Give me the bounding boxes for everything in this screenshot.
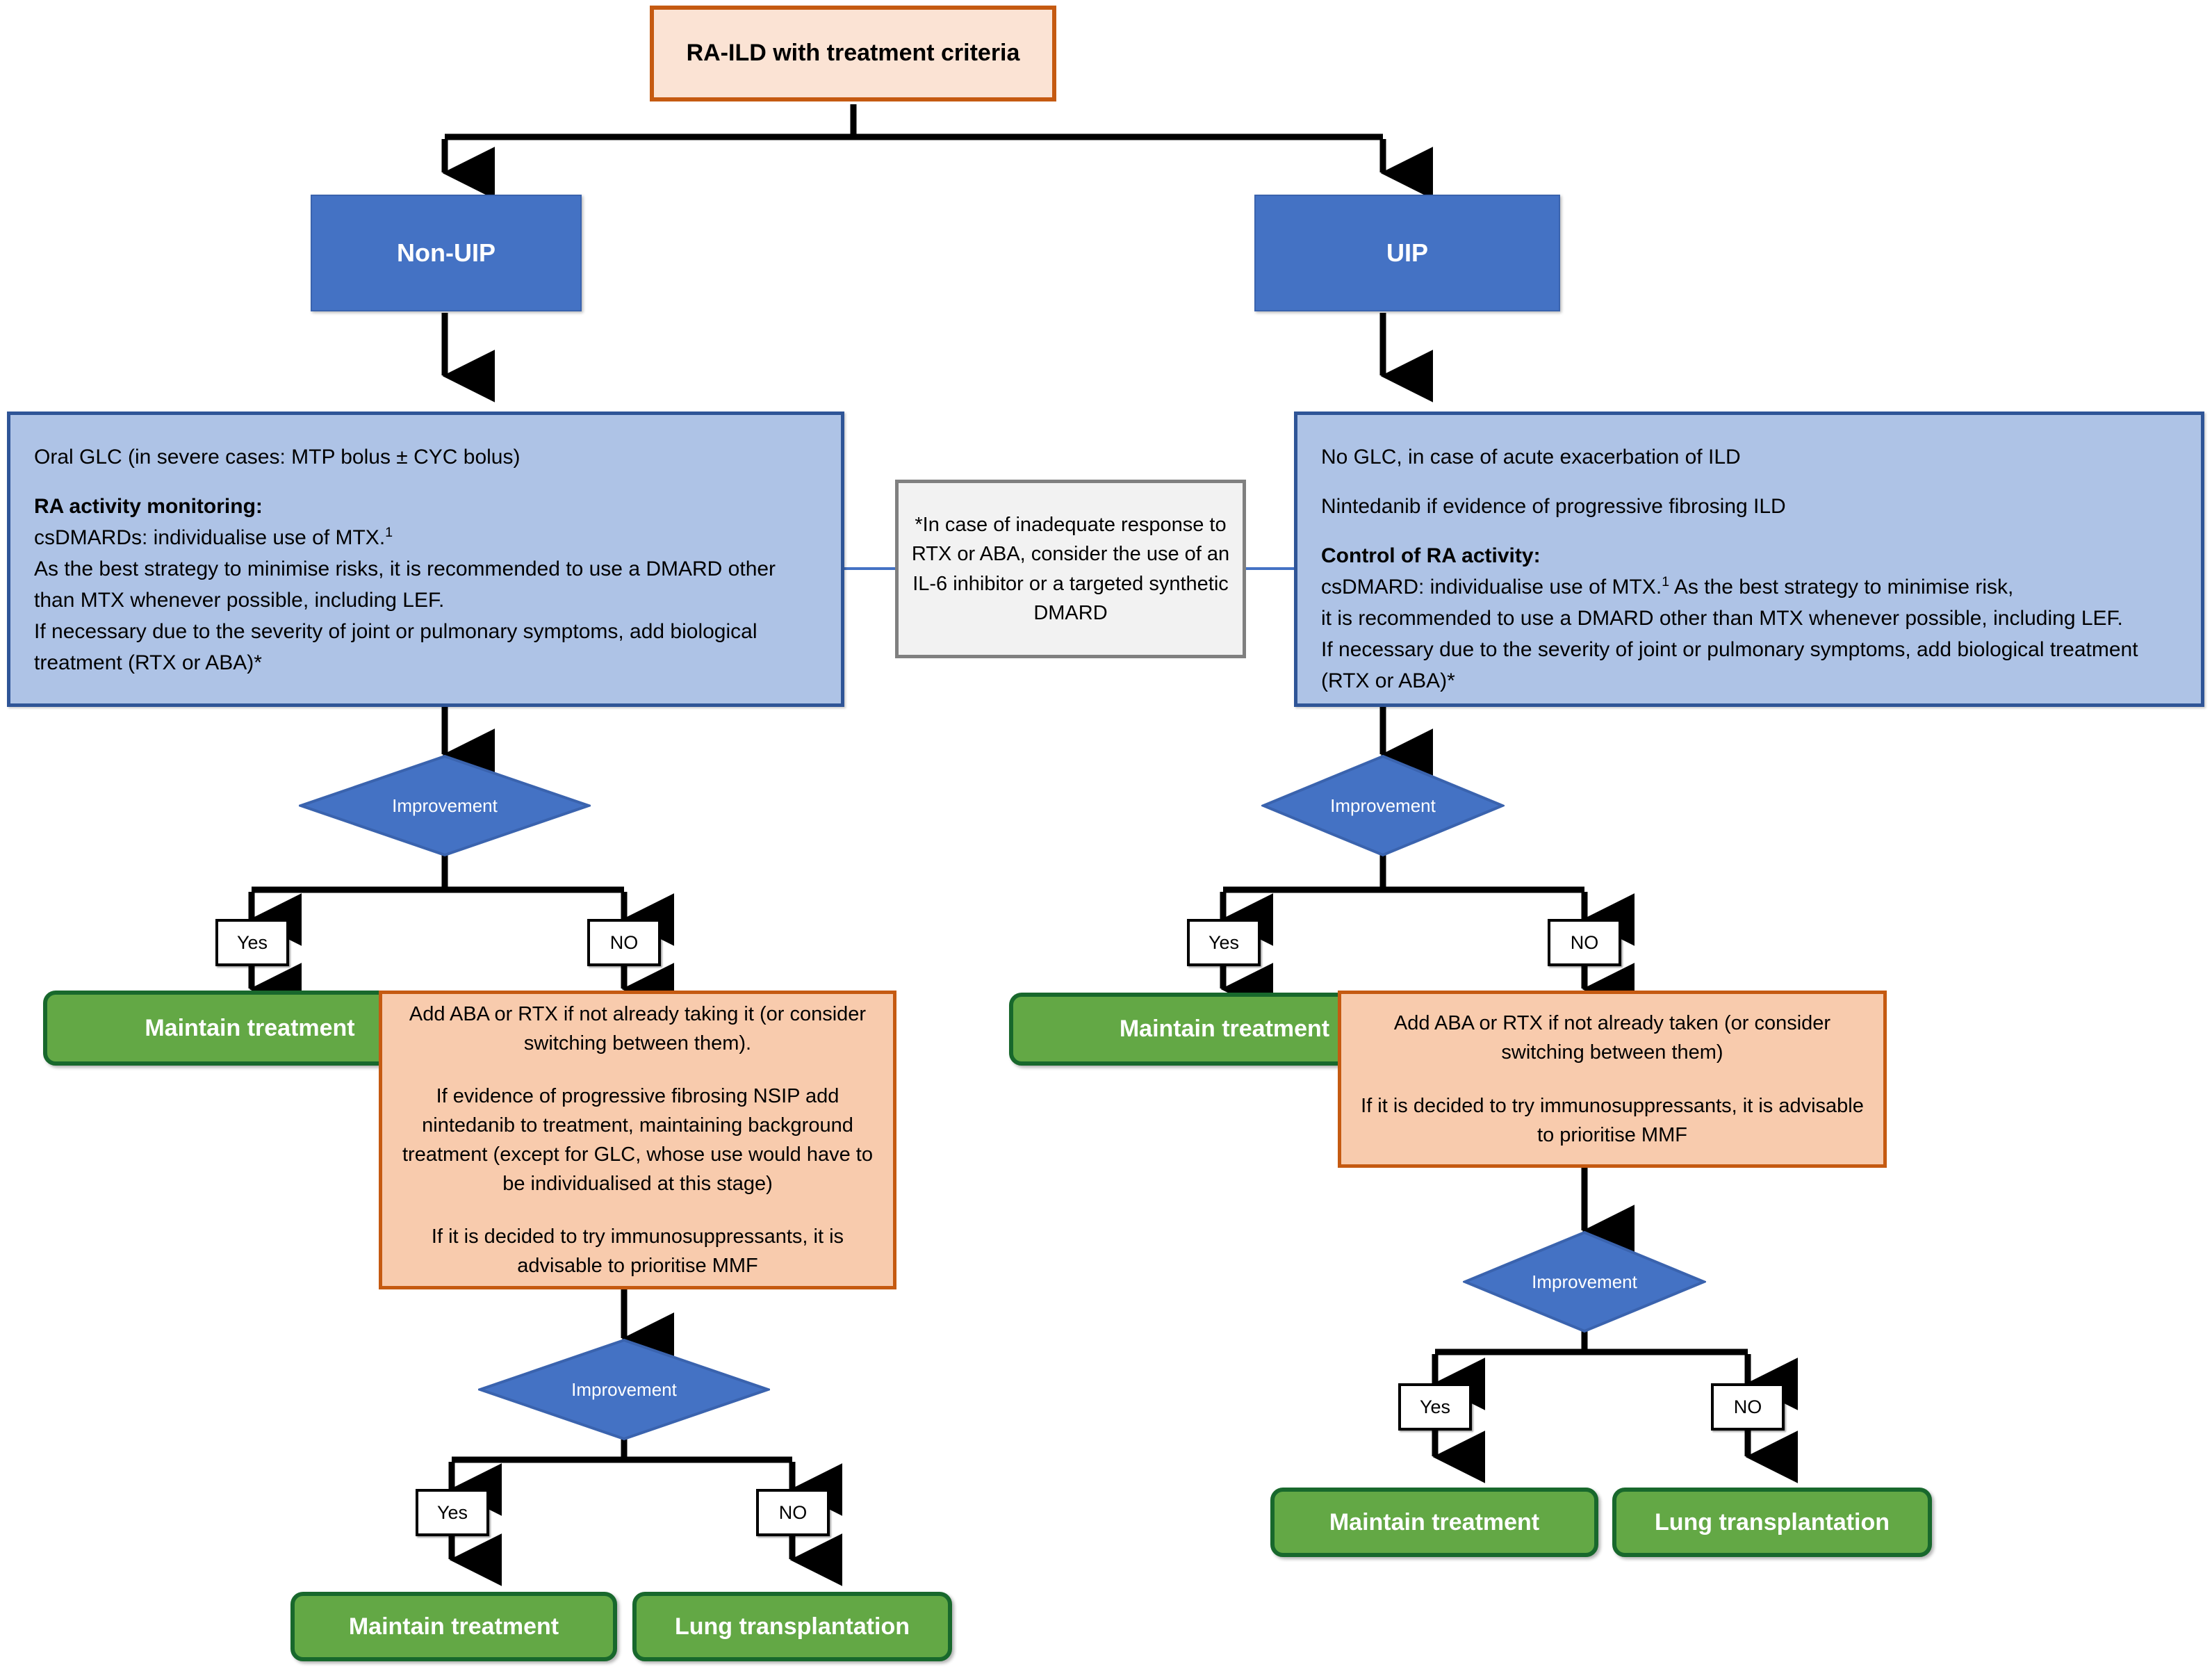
- decision-improvement-uip-1: Improvement: [1261, 754, 1505, 857]
- branch-no-uip-1: NO: [1548, 919, 1621, 966]
- no-label: NO: [1733, 1396, 1762, 1417]
- escalation-non-uip-para3: If it is decided to try immunosuppressan…: [431, 1225, 844, 1278]
- uip-nintedanib: Nintedanib if evidence of progressive fi…: [1321, 495, 1786, 518]
- non-uip-footnote-marker: 1: [385, 525, 393, 540]
- terminal-label: Lung transplantation: [1654, 1508, 1890, 1536]
- branch-label-uip: UIP: [1386, 238, 1428, 267]
- branch-yes-uip-1: Yes: [1187, 919, 1261, 966]
- yes-label: Yes: [436, 1501, 468, 1523]
- no-label: NO: [609, 931, 639, 953]
- branch-box-uip: UIP: [1254, 195, 1560, 311]
- non-uip-biologic: If necessary due to the severity of join…: [34, 620, 757, 674]
- uip-recommend: it is recommended to use a DMARD other t…: [1321, 607, 2123, 630]
- terminal-lung-transplantation-uip: Lung transplantation: [1612, 1488, 1932, 1557]
- non-uip-csdmards: csDMARDs: individualise use of MTX.: [34, 526, 386, 549]
- non-uip-heading: RA activity monitoring:: [34, 495, 263, 518]
- uip-biologic: If necessary due to the severity of join…: [1321, 638, 2138, 692]
- step-box-escalation-uip: Add ABA or RTX if not already taken (or …: [1338, 991, 1887, 1168]
- terminal-label: Maintain treatment: [145, 1014, 355, 1041]
- terminal-label: Maintain treatment: [348, 1613, 559, 1640]
- uip-csdmard: csDMARD: individualise use of MTX.: [1321, 576, 1662, 598]
- footnote-box: *In case of inadequate response to RTX o…: [895, 480, 1246, 658]
- terminal-maintain-treatment-uip-2: Maintain treatment: [1270, 1488, 1598, 1557]
- decision-improvement-uip-2: Improvement: [1463, 1230, 1706, 1333]
- branch-no-non-uip-1: NO: [587, 919, 661, 966]
- escalation-uip-para1: Add ABA or RTX if not already taken (or …: [1393, 1012, 1831, 1064]
- uip-no-glc: No GLC, in case of acute exacerbation of…: [1321, 446, 1741, 469]
- branch-no-non-uip-2: NO: [756, 1489, 830, 1536]
- non-uip-oral-glc: Oral GLC (in severe cases: MTP bolus ± C…: [34, 446, 521, 469]
- terminal-label: Maintain treatment: [1329, 1508, 1540, 1536]
- uip-control-block: Control of RA activity: csDMARD: individ…: [1321, 540, 2177, 697]
- non-uip-strategy: As the best strategy to minimise risks, …: [34, 557, 776, 612]
- uip-footnote-marker: 1: [1662, 574, 1670, 589]
- escalation-non-uip-para2: If evidence of progressive fibrosing NSI…: [402, 1084, 873, 1196]
- branch-label-non-uip: Non-UIP: [397, 238, 495, 267]
- step-box-escalation-non-uip: Add ABA or RTX if not already taking it …: [379, 991, 896, 1289]
- footnote-text: *In case of inadequate response to RTX o…: [911, 514, 1230, 624]
- escalation-non-uip-para1: Add ABA or RTX if not already taking it …: [409, 1002, 867, 1054]
- yes-label: Yes: [1208, 931, 1240, 953]
- branch-yes-non-uip-2: Yes: [416, 1489, 489, 1536]
- yes-label: Yes: [1419, 1396, 1451, 1417]
- terminal-label: Maintain treatment: [1119, 1016, 1330, 1042]
- branch-yes-non-uip-1: Yes: [215, 919, 289, 966]
- terminal-lung-transplantation-non-uip: Lung transplantation: [632, 1592, 952, 1661]
- escalation-uip-para2: If it is decided to try immunosuppressan…: [1361, 1094, 1864, 1146]
- branch-box-non-uip: Non-UIP: [311, 195, 582, 311]
- treatment-panel-uip: No GLC, in case of acute exacerbation of…: [1294, 412, 2204, 707]
- yes-label: Yes: [236, 931, 268, 953]
- uip-heading: Control of RA activity:: [1321, 544, 1541, 567]
- decision-improvement-non-uip-2: Improvement: [478, 1338, 770, 1441]
- no-label: NO: [778, 1501, 808, 1523]
- branch-yes-uip-2: Yes: [1398, 1383, 1472, 1431]
- terminal-label: Lung transplantation: [674, 1613, 910, 1640]
- terminal-maintain-treatment-non-uip-2: Maintain treatment: [290, 1592, 617, 1661]
- branch-no-uip-2: NO: [1711, 1383, 1785, 1431]
- treatment-panel-non-uip: Oral GLC (in severe cases: MTP bolus ± C…: [7, 412, 844, 707]
- uip-strategy-tail: As the best strategy to minimise risk,: [1669, 576, 2014, 598]
- start-box-label: RA-ILD with treatment criteria: [686, 40, 1020, 67]
- non-uip-monitoring-block: RA activity monitoring: csDMARDs: indivi…: [34, 491, 817, 678]
- decision-improvement-non-uip-1: Improvement: [299, 754, 591, 857]
- start-box-ra-ild: RA-ILD with treatment criteria: [650, 6, 1056, 101]
- no-label: NO: [1570, 931, 1599, 953]
